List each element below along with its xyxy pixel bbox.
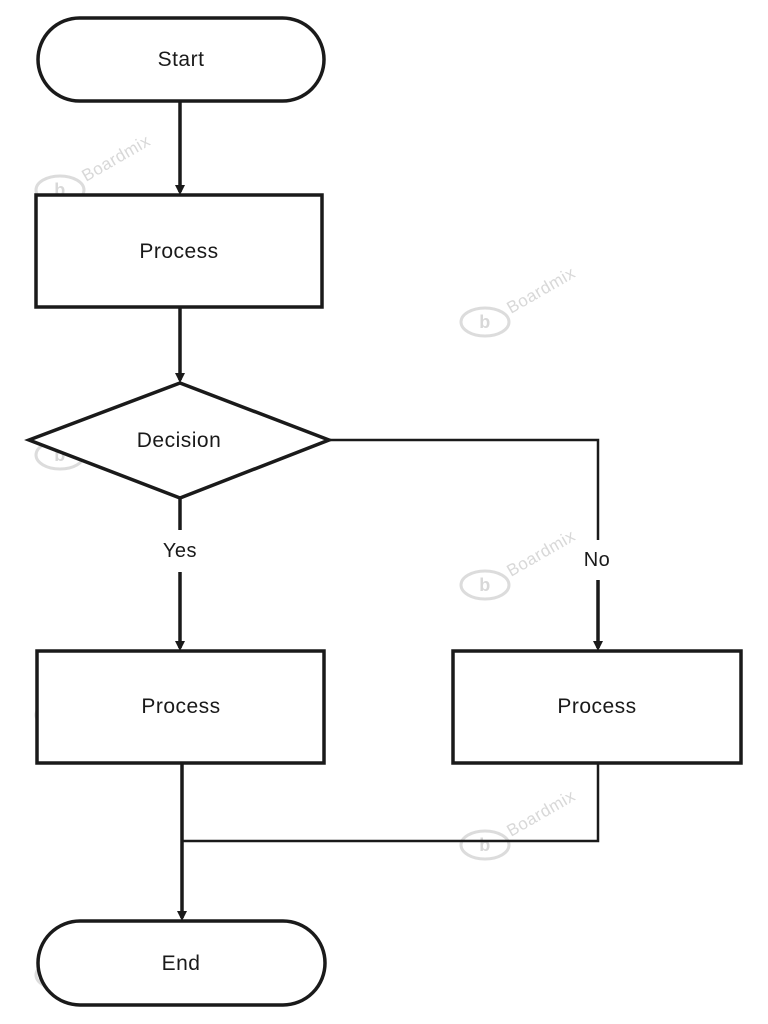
- connector-decision-no-upper: [329, 438, 600, 540]
- decision-label: Decision: [137, 429, 222, 452]
- node-end[interactable]: End: [36, 919, 327, 1007]
- end-label: End: [162, 952, 201, 975]
- process-no-label: Process: [557, 695, 636, 718]
- node-process-top[interactable]: Process: [34, 193, 324, 309]
- watermark: b Boardmix: [34, 131, 154, 206]
- node-process-no[interactable]: Process: [451, 649, 743, 765]
- svg-text:b: b: [479, 312, 491, 332]
- svg-text:b: b: [479, 575, 491, 595]
- connectors: [175, 101, 603, 921]
- svg-text:b: b: [54, 180, 66, 200]
- start-label: Start: [158, 48, 205, 71]
- watermark: b Boardmix: [459, 786, 579, 861]
- process-yes-shape: [35, 649, 326, 765]
- watermark-logo-icon: b: [459, 306, 511, 338]
- node-start[interactable]: Start: [36, 16, 326, 103]
- watermark: b Boardmix: [459, 526, 579, 601]
- edge-label-yes: Yes: [163, 540, 197, 562]
- watermark-text: Boardmix: [504, 526, 579, 580]
- end-terminator-shape: [36, 919, 327, 1007]
- svg-text:b: b: [54, 445, 66, 465]
- process-top-shape: [34, 193, 324, 309]
- process-no-shape: [451, 649, 743, 765]
- process-top-label: Process: [139, 240, 218, 263]
- watermark-text: Boardmix: [79, 131, 154, 185]
- node-process-yes[interactable]: Process: [35, 649, 326, 765]
- edge-label-no: No: [584, 549, 611, 571]
- watermark: b Boardmix: [459, 263, 579, 338]
- start-terminator-shape: [36, 16, 326, 103]
- svg-text:b: b: [479, 835, 491, 855]
- node-decision[interactable]: Decision: [24, 381, 334, 500]
- watermark-logo-icon: b: [459, 829, 511, 861]
- watermark-logo-icon: b: [459, 569, 511, 601]
- process-yes-label: Process: [141, 695, 220, 718]
- connector-process-no-to-merge: [182, 763, 600, 843]
- watermark-text: Boardmix: [504, 263, 579, 317]
- watermark-text: Boardmix: [504, 786, 579, 840]
- decision-diamond-shape: [24, 381, 334, 500]
